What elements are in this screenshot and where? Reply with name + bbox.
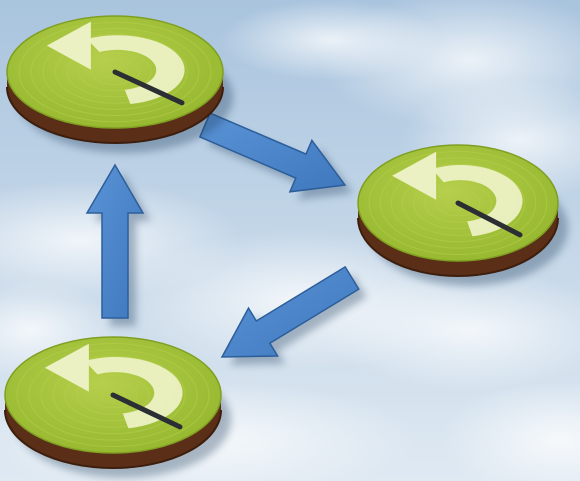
cloud-8 <box>220 0 440 80</box>
